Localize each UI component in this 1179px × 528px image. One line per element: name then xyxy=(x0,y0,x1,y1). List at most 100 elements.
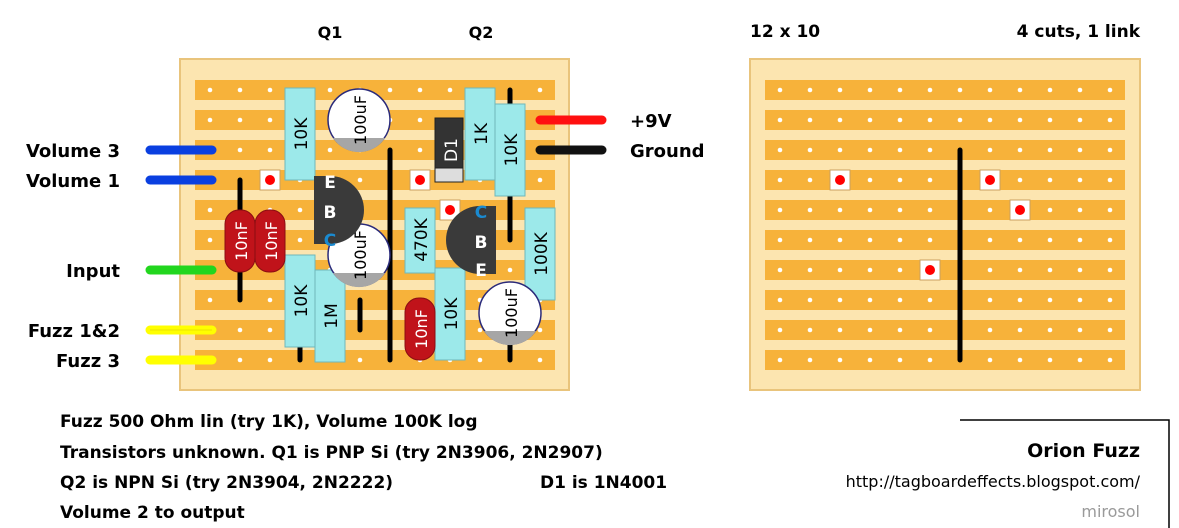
note-line: Volume 2 to output xyxy=(60,503,245,523)
resistor-1k: 1K xyxy=(464,87,496,181)
strip-hole xyxy=(927,237,933,243)
strip-hole xyxy=(867,87,873,93)
cut-marker xyxy=(409,169,431,191)
svg-text:Fuzz 1&2: Fuzz 1&2 xyxy=(28,321,120,342)
q2-label: Q2 xyxy=(469,23,494,42)
strip-hole xyxy=(1047,207,1053,213)
svg-text:D1: D1 xyxy=(442,138,462,162)
strip-hole xyxy=(237,117,243,123)
cut-marker xyxy=(439,199,461,221)
copper-strip xyxy=(765,290,1125,310)
copper-strip xyxy=(765,170,1125,190)
strip-hole xyxy=(1077,237,1083,243)
strip-hole xyxy=(237,357,243,363)
strip-hole xyxy=(297,237,303,243)
strip-hole xyxy=(357,357,363,363)
strip-hole xyxy=(807,117,813,123)
strip-hole xyxy=(1047,87,1053,93)
copper-strip xyxy=(765,80,1125,100)
strip-hole xyxy=(987,297,993,303)
svg-text:10K: 10K xyxy=(292,284,312,318)
strip-hole xyxy=(447,87,453,93)
strip-hole xyxy=(807,177,813,183)
svg-text:Input: Input xyxy=(66,261,120,282)
strip-hole xyxy=(897,357,903,363)
strip-hole xyxy=(897,297,903,303)
strip-hole xyxy=(897,177,903,183)
project-url: http://tagboardeffects.blogspot.com/ xyxy=(846,472,1141,491)
strip-hole xyxy=(837,87,843,93)
strip-hole xyxy=(777,177,783,183)
transistor-q1: E B C xyxy=(314,173,364,251)
q1-label: Q1 xyxy=(318,23,343,42)
strip-hole xyxy=(867,357,873,363)
strip-hole xyxy=(417,87,423,93)
strip-hole xyxy=(1077,207,1083,213)
strip-hole xyxy=(1107,357,1113,363)
strip-hole xyxy=(507,267,513,273)
cut-marker xyxy=(1009,199,1031,221)
strip-hole xyxy=(1107,207,1113,213)
resistor-10k: 10K xyxy=(284,254,316,348)
svg-text:10K: 10K xyxy=(442,297,462,331)
transistor-q2: C B E xyxy=(446,203,496,281)
copper-strip xyxy=(765,350,1125,370)
strip-hole xyxy=(897,207,903,213)
strip-hole xyxy=(987,87,993,93)
strip-hole xyxy=(537,87,543,93)
strip-hole xyxy=(807,267,813,273)
svg-text:C: C xyxy=(324,231,336,251)
wire-fuzz-3: Fuzz 3 xyxy=(56,351,217,372)
copper-strip xyxy=(765,110,1125,130)
strip-hole xyxy=(987,237,993,243)
strip-hole xyxy=(267,357,273,363)
strip-hole xyxy=(807,237,813,243)
svg-text:100K: 100K xyxy=(532,231,552,275)
strip-hole xyxy=(807,297,813,303)
strip-hole xyxy=(867,207,873,213)
strip-hole xyxy=(1017,177,1023,183)
strip-hole xyxy=(1107,327,1113,333)
strip-hole xyxy=(1047,117,1053,123)
svg-text:1K: 1K xyxy=(472,122,492,145)
svg-text:Volume 3: Volume 3 xyxy=(26,141,120,162)
copper-strip xyxy=(765,200,1125,220)
strip-hole xyxy=(777,357,783,363)
svg-text:100uF: 100uF xyxy=(502,288,521,338)
copper-strip xyxy=(195,350,555,370)
strip-hole xyxy=(777,87,783,93)
strip-hole xyxy=(327,147,333,153)
strip-hole xyxy=(1107,87,1113,93)
strip-hole xyxy=(897,267,903,273)
copper-strip xyxy=(765,320,1125,340)
strip-hole xyxy=(897,87,903,93)
svg-text:B: B xyxy=(324,203,337,223)
strip-hole xyxy=(207,207,213,213)
strip-hole xyxy=(867,327,873,333)
strip-hole xyxy=(957,117,963,123)
strip-hole xyxy=(537,327,543,333)
strip-hole xyxy=(927,207,933,213)
svg-text:Ground: Ground xyxy=(630,141,705,162)
resistor-470k: 470K xyxy=(404,207,436,274)
strip-hole xyxy=(777,207,783,213)
ceramic-capacitor: 10nF xyxy=(224,209,256,273)
strip-hole xyxy=(327,87,333,93)
note-line: D1 is 1N4001 xyxy=(540,473,667,493)
note-line: Fuzz 500 Ohm lin (try 1K), Volume 100K l… xyxy=(60,412,478,432)
strip-hole xyxy=(837,267,843,273)
wire-9v: +9V xyxy=(535,111,672,132)
resistor-100k: 100K xyxy=(524,207,556,301)
cut-marker xyxy=(259,169,281,191)
strip-hole xyxy=(417,147,423,153)
wire-volume-3: Volume 3 xyxy=(26,141,217,162)
strip-hole xyxy=(867,117,873,123)
strip-hole xyxy=(927,117,933,123)
strip-hole xyxy=(837,297,843,303)
grid-size-label: 12 x 10 xyxy=(750,22,820,42)
strip-hole xyxy=(1107,237,1113,243)
strip-hole xyxy=(807,207,813,213)
author-name: mirosol xyxy=(1081,502,1140,521)
strip-hole xyxy=(897,147,903,153)
